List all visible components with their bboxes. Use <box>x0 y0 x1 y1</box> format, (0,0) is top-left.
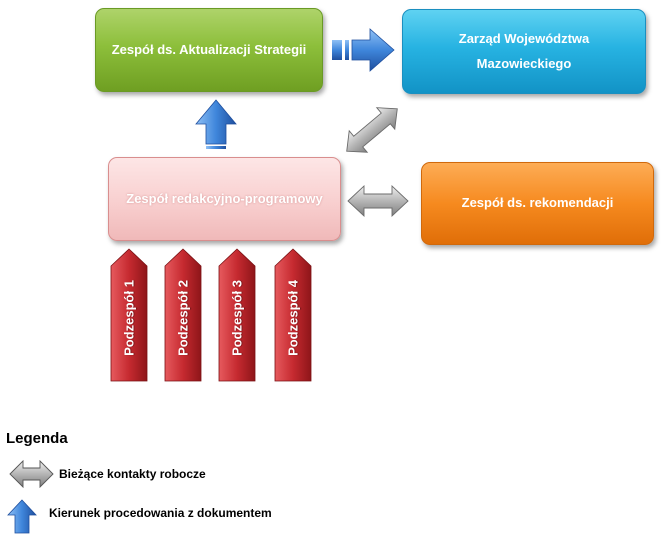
board-zarzad-box: Zarząd Województwa Mazowieckiego <box>402 9 646 94</box>
flow-arrow-strategy-to-zarzad <box>332 28 395 72</box>
subteam-1-label: Podzespół 1 <box>121 280 137 356</box>
legend-item-contacts: Bieżące kontakty robocze <box>59 467 206 481</box>
contact-arrow-redakcyjno-zarzad <box>346 107 398 153</box>
legend-item-direction: Kierunek procedowania z dokumentem <box>49 506 272 520</box>
team-rekomendacji-label: Zespół ds. rekomendacji <box>461 195 614 211</box>
subteam-4-label: Podzespół 4 <box>285 280 301 356</box>
subteam-arrow-1 <box>110 248 148 382</box>
subteam-3-label: Podzespół 3 <box>229 280 245 356</box>
subteam-2-label: Podzespół 2 <box>175 280 191 356</box>
subteam-arrow-4 <box>274 248 312 382</box>
flow-arrow-redakcyjno-to-strategy <box>195 99 237 149</box>
team-redakcyjno-box: Zespół redakcyjno-programowy <box>108 157 341 241</box>
subteam-arrow-3 <box>218 248 256 382</box>
legend-title: Legenda <box>6 430 68 447</box>
team-strategy-label: Zespół ds. Aktualizacji Strategii <box>111 41 307 57</box>
team-strategy-box: Zespół ds. Aktualizacji Strategii <box>95 8 323 92</box>
up-blue-arrow-icon <box>7 499 37 534</box>
board-zarzad-label-line1: Zarząd Województwa <box>458 30 590 46</box>
double-gray-arrow-icon <box>9 459 54 489</box>
team-redakcyjno-label: Zespół redakcyjno-programowy <box>126 190 323 206</box>
subteam-arrow-2 <box>164 248 202 382</box>
board-zarzad-label-line2: Mazowieckiego <box>476 55 572 71</box>
team-rekomendacji-box: Zespół ds. rekomendacji <box>421 162 654 245</box>
contact-arrow-redakcyjno-rekomendacji <box>347 184 409 218</box>
